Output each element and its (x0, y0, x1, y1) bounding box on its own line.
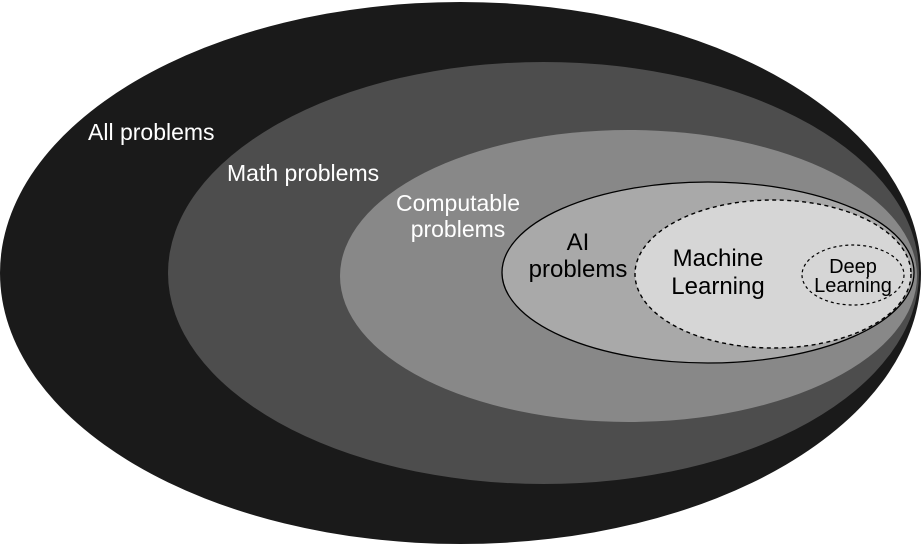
deep-learning-label: Deep Learning (803, 256, 903, 297)
computable-problems-label-line2: problems (410, 216, 506, 242)
machine-learning-label: Machine Learning (618, 245, 818, 301)
ai-problems-label-line1: AI (566, 229, 590, 256)
computable-problems-label-line1: Computable (395, 190, 521, 216)
machine-learning-label-line2: Learning (671, 273, 765, 300)
ai-problems-label: AI problems (478, 229, 678, 283)
deep-learning-label-line2: Learning (814, 275, 892, 297)
deep-learning-label-line1: Deep (829, 256, 877, 278)
machine-learning-ellipse (634, 199, 912, 349)
ai-problems-label-line2: problems (528, 256, 628, 283)
machine-learning-label-line1: Machine (672, 245, 764, 272)
deep-learning-ellipse (801, 244, 905, 306)
computable-problems-label: Computable problems (358, 190, 558, 242)
math-problems-label: Math problems (227, 160, 380, 186)
all-problems-label: All problems (88, 119, 215, 145)
